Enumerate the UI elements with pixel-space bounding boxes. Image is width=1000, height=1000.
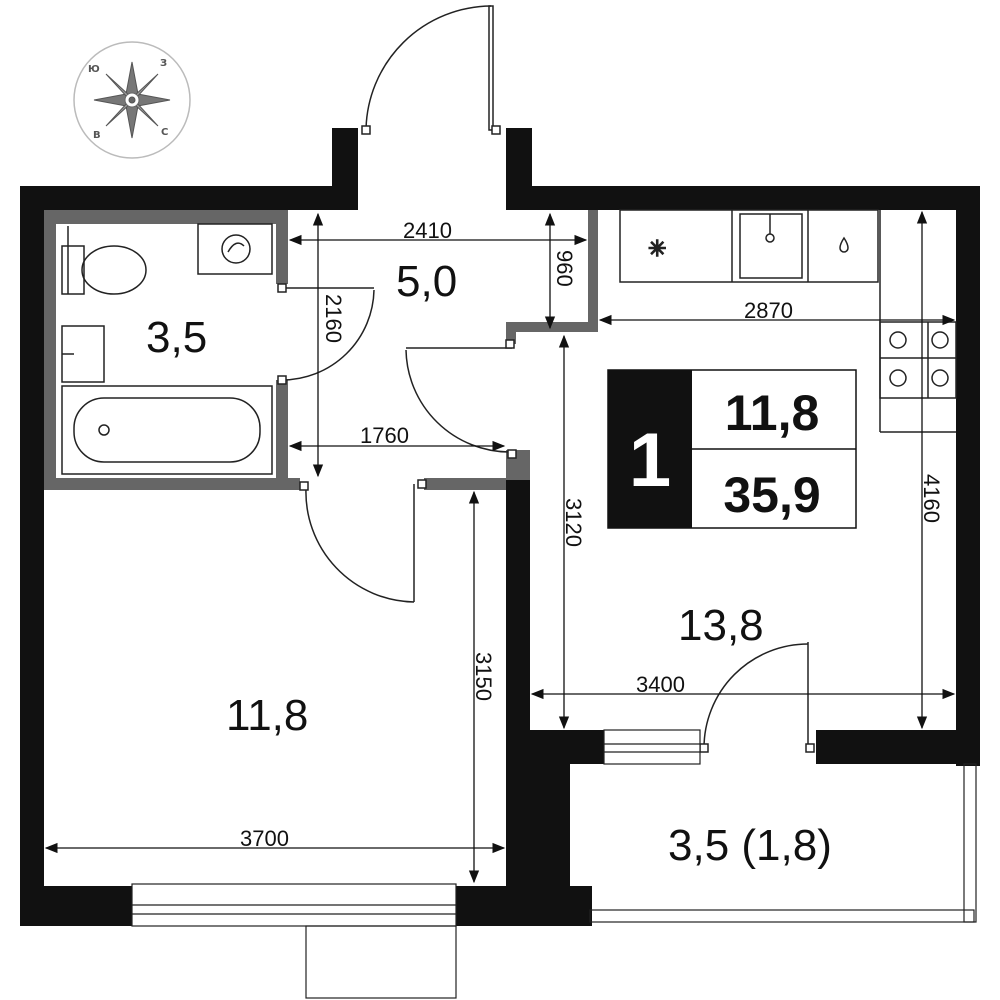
dim-bedroom-depth: 3150: [471, 652, 496, 701]
washing-machine-icon: [197, 223, 273, 275]
rooms-count: 1: [629, 418, 671, 503]
room-area-kitchen-living: 13,8: [678, 601, 764, 650]
windows: [131, 729, 701, 999]
interior-partitions: [44, 210, 598, 490]
kitchen-door: [405, 339, 517, 459]
dim-kitchen-width: 2870: [744, 298, 793, 323]
dimension-lines: [44, 210, 956, 884]
total-area-value: 35,9: [723, 467, 820, 523]
dim-right-depth: 4160: [919, 474, 944, 523]
balcony-door: [699, 642, 815, 753]
room-area-bedroom: 11,8: [226, 691, 308, 740]
room-area-bathroom: 3,5: [146, 313, 207, 362]
summary-badge: 1 11,8 35,9: [607, 369, 857, 529]
room-area-balcony: 3,5 (1,8): [668, 821, 832, 870]
room-area-hall: 5,0: [396, 257, 457, 306]
exterior-walls: [20, 128, 980, 926]
compass-letter-n: Ю: [88, 64, 100, 75]
dim-bedroom-width: 3700: [240, 826, 289, 851]
bathroom-fixtures: [61, 223, 273, 475]
dim-hall-depth: 960: [552, 250, 577, 287]
compass-letter-s: С: [161, 127, 168, 138]
dim-living-depth: 3120: [561, 498, 586, 547]
compass-rose: Ю З С В: [73, 41, 191, 159]
toilet-icon: [81, 245, 147, 295]
entrance-door: [361, 5, 501, 135]
kitchen-sink-icon: [739, 213, 803, 279]
compass-letter-e: З: [160, 58, 167, 69]
fridge-icon: ✳: [648, 236, 666, 261]
compass-star-icon: [93, 61, 171, 139]
compass-letter-w: В: [93, 130, 101, 141]
water-drop-icon: [839, 236, 849, 253]
bathroom-door: [277, 283, 375, 385]
toilet-tank-icon: [61, 245, 85, 295]
dim-living-width: 3400: [636, 672, 685, 697]
balcony-railing: [589, 763, 977, 923]
dim-bath-height: 2160: [321, 294, 346, 343]
bathtub-icon: [61, 385, 273, 475]
living-area-value: 11,8: [725, 385, 820, 441]
dim-hall-width: 2410: [403, 218, 452, 243]
bedroom-door: [299, 479, 427, 603]
dim-corridor-width: 1760: [360, 423, 409, 448]
